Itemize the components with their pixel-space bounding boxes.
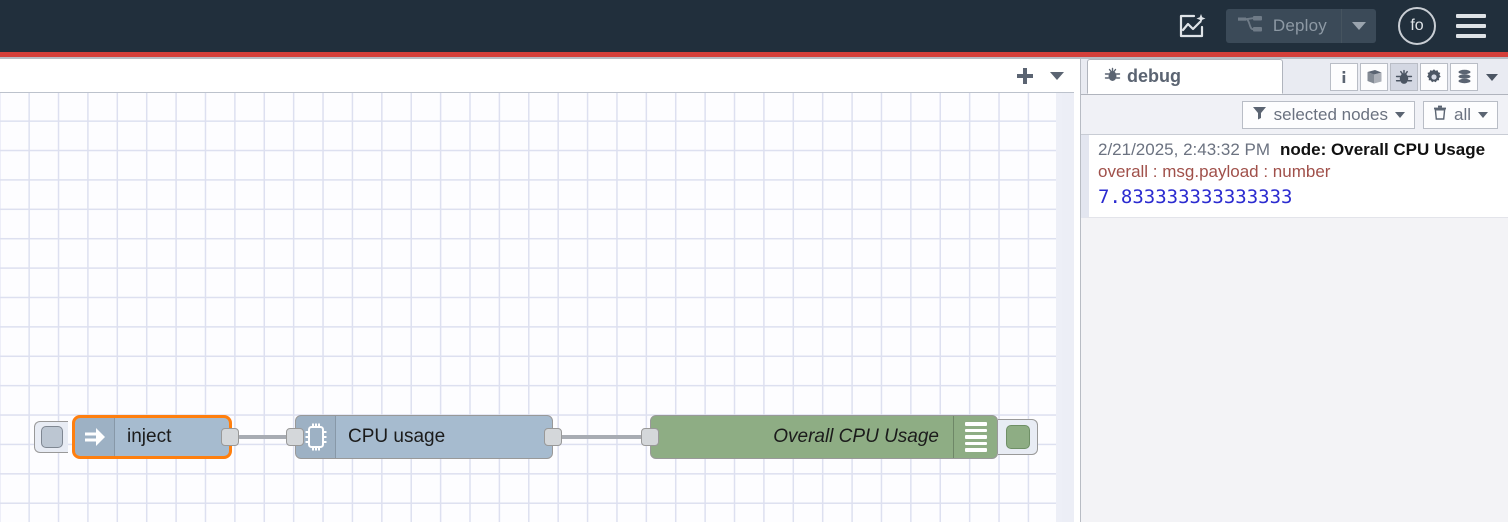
workspace-tabbar: [0, 59, 1074, 93]
plus-icon[interactable]: [1010, 62, 1040, 90]
inject-trigger-inner: [40, 426, 63, 448]
debug-filter-scope-label: selected nodes: [1273, 104, 1388, 124]
debug-message-property: overall : msg.payload : number: [1098, 162, 1331, 181]
bug-icon: [1104, 66, 1121, 88]
sidebar-tab-debug-label: debug: [1127, 66, 1181, 86]
debug-lines-icon: [953, 416, 997, 458]
debug-message-list[interactable]: 2/21/2025, 2:43:32 PM node: Overall CPU …: [1081, 135, 1508, 522]
deploy-nodes-icon: [1237, 15, 1264, 38]
inject-arrow-icon: [75, 418, 115, 456]
debug-message-timestamp: 2/21/2025, 2:43:32 PM: [1098, 140, 1271, 159]
wire-inject-to-cpu[interactable]: [238, 435, 298, 439]
funnel-icon: [1252, 105, 1267, 125]
app-header: Deploy fo: [0, 0, 1508, 52]
inject-trigger-button[interactable]: [34, 421, 68, 453]
canvas-gutter: [1062, 93, 1074, 522]
debug-clear-label: all: [1453, 104, 1471, 124]
deploy-button-main[interactable]: Deploy: [1226, 9, 1342, 43]
node-inject-label: inject: [127, 426, 172, 447]
debug-message-header: 2/21/2025, 2:43:32 PM node: Overall CPU …: [1098, 140, 1500, 160]
node-cpu-usage[interactable]: CPU usage: [286, 415, 562, 459]
debug-message-value: 7.833333333333333: [1098, 186, 1293, 208]
debug-message-source[interactable]: node: Overall CPU Usage: [1280, 140, 1486, 159]
user-initials: fo: [1410, 17, 1424, 34]
sidebar-panel: debug: [1080, 59, 1508, 522]
node-overall-cpu-usage-label: Overall CPU Usage: [773, 426, 939, 447]
chevron-down-icon: [1394, 111, 1405, 118]
node-cpu-usage-label: CPU usage: [348, 426, 446, 447]
debug-filter-toolbar: selected nodes all: [1081, 95, 1508, 135]
node-inject-output-port[interactable]: [221, 428, 239, 446]
node-overall-cpu-usage[interactable]: Overall CPU Usage: [641, 415, 998, 459]
node-inject[interactable]: inject: [72, 415, 239, 459]
context-data-icon[interactable]: [1450, 63, 1478, 91]
header-accent-bar: [0, 52, 1508, 57]
node-cpu-usage-input-port[interactable]: [286, 428, 304, 446]
flow-workspace: inject CPU usage O: [0, 59, 1074, 522]
deploy-button-label: Deploy: [1272, 16, 1327, 35]
deploy-button[interactable]: Deploy: [1225, 9, 1376, 43]
debug-clear-button[interactable]: all: [1422, 100, 1498, 129]
sidebar-tools-caret-icon[interactable]: [1480, 63, 1504, 91]
flow-sparkle-icon[interactable]: [1172, 6, 1212, 46]
debug-node-enable-toggle[interactable]: [998, 419, 1038, 455]
debug-message[interactable]: 2/21/2025, 2:43:32 PM node: Overall CPU …: [1081, 135, 1508, 218]
node-cpu-usage-output-port[interactable]: [544, 428, 562, 446]
user-avatar[interactable]: fo: [1398, 7, 1436, 45]
node-overall-cpu-usage-input-port[interactable]: [641, 428, 659, 446]
debug-filter-scope-button[interactable]: selected nodes: [1241, 100, 1415, 129]
wire-cpu-to-debug[interactable]: [556, 435, 654, 439]
debug-bug-icon[interactable]: [1390, 63, 1418, 91]
config-gear-icon[interactable]: [1420, 63, 1448, 91]
sidebar-tool-buttons: [1330, 63, 1508, 94]
library-book-icon[interactable]: [1360, 63, 1388, 91]
debug-toggle-inner: [1005, 425, 1030, 449]
hamburger-menu-icon[interactable]: [1456, 9, 1490, 43]
trash-icon: [1433, 105, 1447, 125]
deploy-options-caret-icon[interactable]: [1342, 9, 1376, 43]
sidebar-tabbar: debug: [1081, 59, 1508, 95]
chevron-down-icon[interactable]: [1040, 62, 1074, 90]
header-divider: [0, 57, 1508, 59]
info-icon[interactable]: [1330, 63, 1358, 91]
sidebar-tab-debug[interactable]: debug: [1087, 59, 1283, 94]
chevron-down-icon: [1478, 111, 1488, 118]
